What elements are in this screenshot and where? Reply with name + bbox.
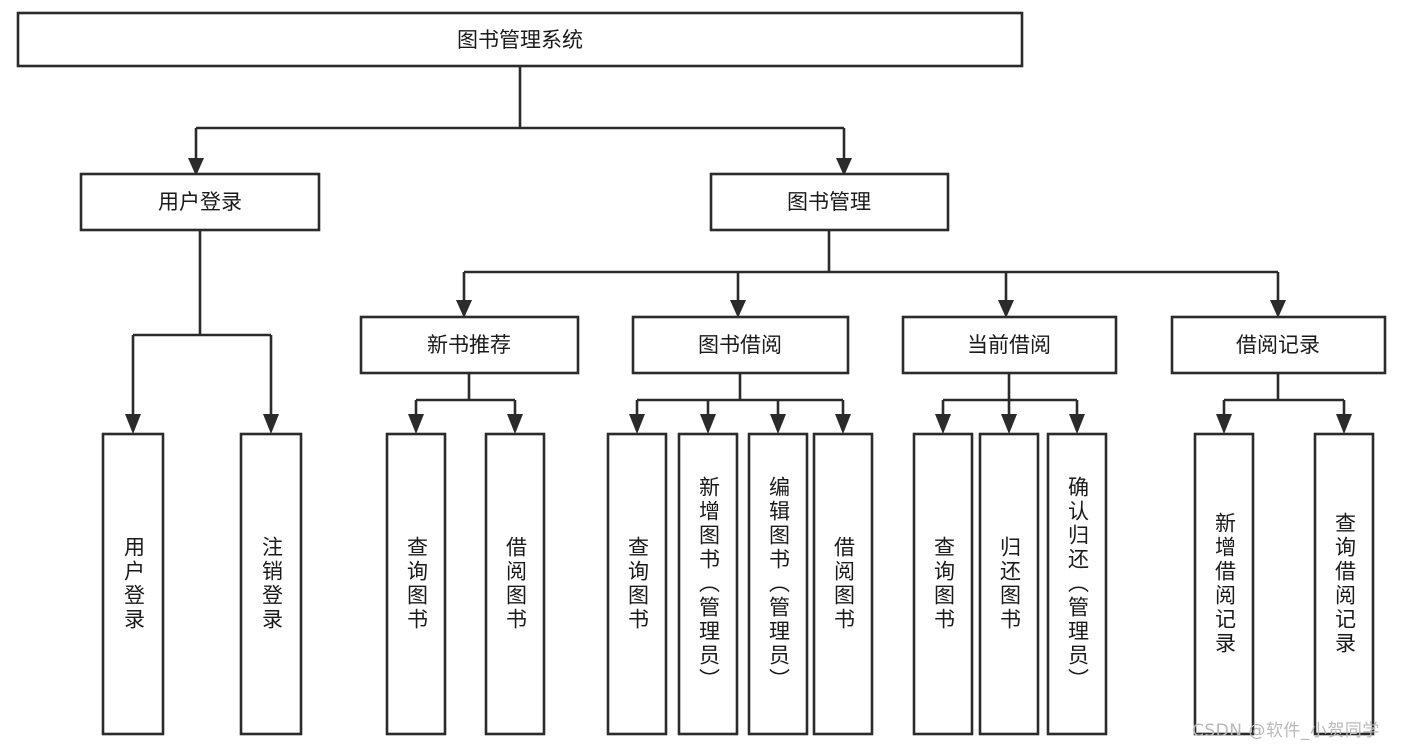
node-leaf2-box[interactable] (239, 432, 303, 736)
csdn-watermark: CSDN @软件_小贺同学 (1192, 721, 1380, 741)
node-newbook-box[interactable] (359, 315, 580, 375)
node-bookmgmt-label: 图书管理 (787, 190, 871, 214)
node-leaf1[interactable] (101, 432, 165, 736)
arrow-head-leaf9 (935, 414, 951, 434)
node-current-box[interactable] (901, 315, 1118, 375)
connector-current-to-leaves (941, 373, 1079, 414)
connector-bookmgmt-to-level3 (462, 230, 1280, 300)
arrow-head-leaf1 (125, 414, 141, 434)
node-leaf10[interactable] (978, 432, 1040, 736)
node-leaf5-box[interactable] (606, 432, 668, 736)
node-leaf3-box[interactable] (385, 432, 447, 736)
arrow-head-leaf4 (507, 414, 523, 434)
node-borrow[interactable]: 图书借阅 (631, 315, 850, 375)
connector-login-to-leaves (131, 230, 273, 414)
arrow-head-leaf8 (835, 414, 851, 434)
arrow-head-login (188, 158, 204, 176)
node-borrow-box[interactable] (631, 315, 850, 375)
node-leaf13[interactable] (1313, 432, 1375, 736)
arrow-head-leaf3 (408, 414, 424, 434)
connector-group-bookmgmt (456, 230, 1286, 318)
node-leaf10-box[interactable] (978, 432, 1040, 736)
node-root-box[interactable] (16, 11, 1024, 68)
node-login-box[interactable] (79, 172, 321, 232)
node-leaf4[interactable] (484, 432, 546, 736)
node-bookmgmt-box[interactable] (709, 172, 950, 232)
node-records-label: 借阅记录 (1236, 333, 1320, 357)
node-leaf8[interactable] (812, 432, 874, 736)
arrow-head-leaf7 (770, 414, 786, 434)
node-login-label: 用户登录 (158, 190, 242, 214)
connector-root-to-level2 (194, 66, 846, 158)
node-leaf7-box[interactable] (747, 432, 809, 736)
node-borrow-label: 图书借阅 (698, 333, 782, 357)
arrow-head-records (1270, 300, 1286, 318)
connector-group-current (935, 373, 1085, 434)
arrow-head-leaf5 (629, 414, 645, 434)
node-current[interactable]: 当前借阅 (901, 315, 1118, 375)
node-records-box[interactable] (1170, 315, 1387, 375)
node-leaf5[interactable] (606, 432, 668, 736)
node-leaf1-box[interactable] (101, 432, 165, 736)
connector-borrow-to-leaves (635, 373, 845, 414)
connector-group-records (1216, 373, 1352, 434)
arrow-head-leaf13 (1336, 414, 1352, 434)
arrow-head-newbook (456, 300, 472, 318)
node-bookmgmt[interactable]: 图书管理 (709, 172, 950, 232)
node-leaf12[interactable] (1193, 432, 1255, 736)
connector-group-login (125, 230, 279, 434)
connector-records-to-leaves (1222, 373, 1346, 414)
node-leaf4-box[interactable] (484, 432, 546, 736)
connector-group-borrow (629, 373, 851, 434)
node-leaf11-box[interactable] (1046, 432, 1108, 736)
arrow-head-leaf11 (1069, 414, 1085, 434)
node-leaf6[interactable] (677, 432, 739, 736)
node-leaf3[interactable] (385, 432, 447, 736)
node-leaf7[interactable] (747, 432, 809, 736)
arrow-head-borrow (730, 300, 746, 318)
node-records[interactable]: 借阅记录 (1170, 315, 1387, 375)
node-login[interactable]: 用户登录 (79, 172, 321, 232)
node-leaf12-box[interactable] (1193, 432, 1255, 736)
connector-newbook-to-leaves (414, 373, 517, 414)
arrow-head-leaf2 (263, 414, 279, 434)
arrow-head-leaf6 (700, 414, 716, 434)
node-current-label: 当前借阅 (967, 333, 1051, 357)
node-newbook[interactable]: 新书推荐 (359, 315, 580, 375)
node-leaf13-box[interactable] (1313, 432, 1375, 736)
node-leaf8-box[interactable] (812, 432, 874, 736)
node-root-label: 图书管理系统 (457, 28, 583, 52)
node-root[interactable]: 图书管理系统 (16, 11, 1024, 68)
arrow-head-leaf12 (1216, 414, 1232, 434)
arrow-head-current (998, 300, 1014, 318)
arrow-head-bookmgmt (836, 158, 852, 176)
connector-group-newbook (408, 373, 523, 434)
connector-group-root (188, 66, 852, 176)
arrow-head-leaf10 (1001, 414, 1017, 434)
node-leaf6-box[interactable] (677, 432, 739, 736)
node-leaf9[interactable] (912, 432, 974, 736)
node-newbook-label: 新书推荐 (427, 333, 511, 357)
node-leaf9-box[interactable] (912, 432, 974, 736)
node-leaf11[interactable] (1046, 432, 1108, 736)
node-leaf2[interactable] (239, 432, 303, 736)
